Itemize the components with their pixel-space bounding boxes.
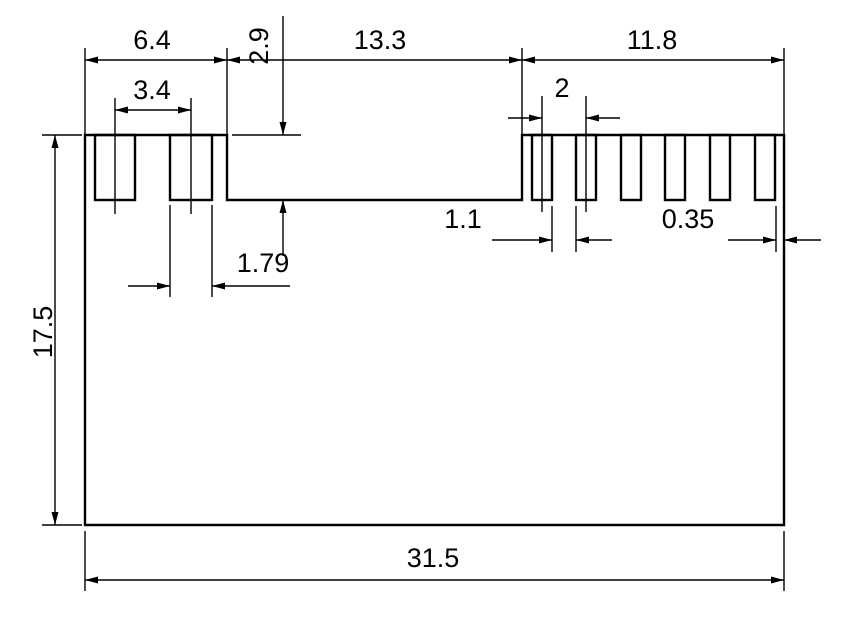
arrowhead (509, 56, 522, 64)
part-outline (83, 133, 786, 527)
dimension-label: 11.8 (627, 25, 678, 55)
dimension-label: 0.35 (662, 204, 715, 234)
dimension-label: 1.79 (237, 248, 290, 278)
arrowhead (212, 282, 225, 290)
arrowhead (51, 135, 59, 148)
dim-right-section-width: 11.8 (522, 25, 785, 135)
dim-right-slot-gap: 1.1 (444, 204, 612, 252)
dimension-label: 13.3 (354, 25, 407, 55)
dim-left-slot-width: 1.79 (128, 205, 290, 297)
arrowhead (576, 236, 589, 244)
dim-left-section-width: 6.4 (84, 25, 228, 135)
arrowhead (771, 56, 784, 64)
arrowhead (227, 56, 240, 64)
arrowhead (522, 56, 535, 64)
dimension-label: 31.5 (407, 543, 460, 573)
arrowhead (763, 236, 776, 244)
arrowhead (539, 236, 552, 244)
arrowhead (529, 114, 542, 122)
arrowhead (178, 106, 191, 114)
arrowhead (279, 122, 287, 135)
dim-overall-width: 31.5 (84, 531, 785, 591)
slot-right-4 (663, 133, 687, 202)
arrowhead (586, 114, 599, 122)
arrowhead (279, 200, 287, 213)
arrowhead (214, 56, 227, 64)
dim-recess-depth: 2.9 (232, 16, 301, 256)
slot-right-6 (753, 133, 777, 202)
dimension-label: 3.4 (133, 75, 171, 105)
arrowhead (784, 236, 797, 244)
slot-right-3 (619, 133, 643, 202)
part (83, 133, 786, 527)
dim-right-slot-pitch: 2 (508, 73, 620, 212)
slot-right-5 (708, 133, 732, 202)
dimension-label: 1.1 (444, 204, 482, 234)
dim-overall-height: 17.5 (28, 134, 82, 526)
dim-left-slot-pitch: 3.4 (114, 75, 192, 214)
arrowhead (85, 576, 98, 584)
arrowhead (771, 576, 784, 584)
arrowhead (51, 512, 59, 525)
arrowhead (157, 282, 170, 290)
arrowhead (115, 106, 128, 114)
dimension-label: 2.9 (244, 27, 274, 65)
dim-middle-section-width: 13.3 (227, 25, 523, 135)
dimension-label: 6.4 (133, 25, 171, 55)
dimension-label: 2 (554, 73, 569, 103)
dim-right-edge-gap: 0.35 (662, 204, 821, 252)
dimension-label: 17.5 (28, 306, 58, 359)
arrowhead (85, 56, 98, 64)
